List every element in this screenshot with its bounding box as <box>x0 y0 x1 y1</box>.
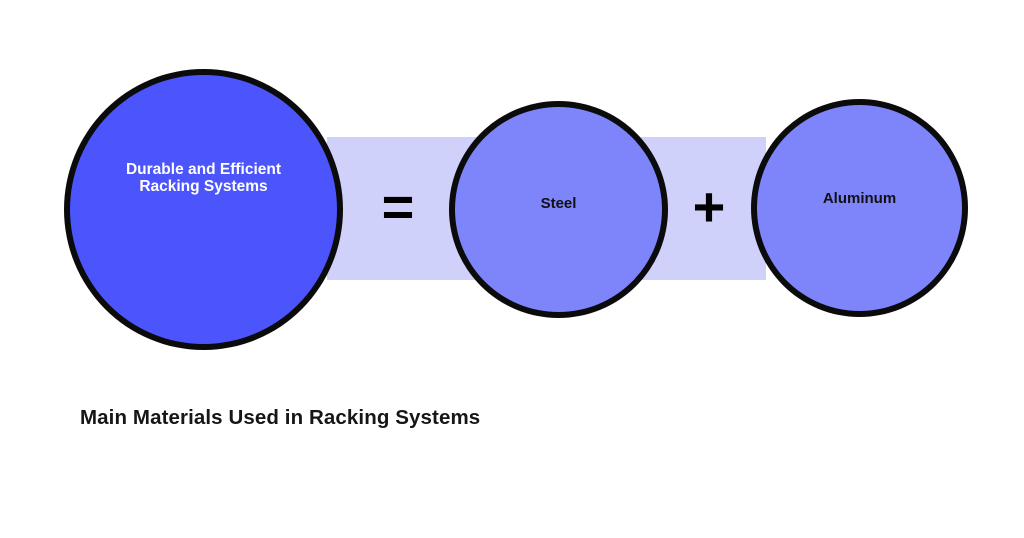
aluminum-circle-label: Aluminum <box>822 190 897 207</box>
steel-circle <box>449 101 668 318</box>
steel-circle-label: Steel <box>540 195 577 212</box>
result-circle-label: Durable and Efficient Racking Systems <box>125 161 282 195</box>
aluminum-circle <box>751 99 968 317</box>
result-circle <box>64 69 343 350</box>
equals-operator: = <box>381 174 415 238</box>
diagram-title: Main Materials Used in Racking Systems <box>80 406 481 429</box>
plus-operator: + <box>692 174 726 238</box>
